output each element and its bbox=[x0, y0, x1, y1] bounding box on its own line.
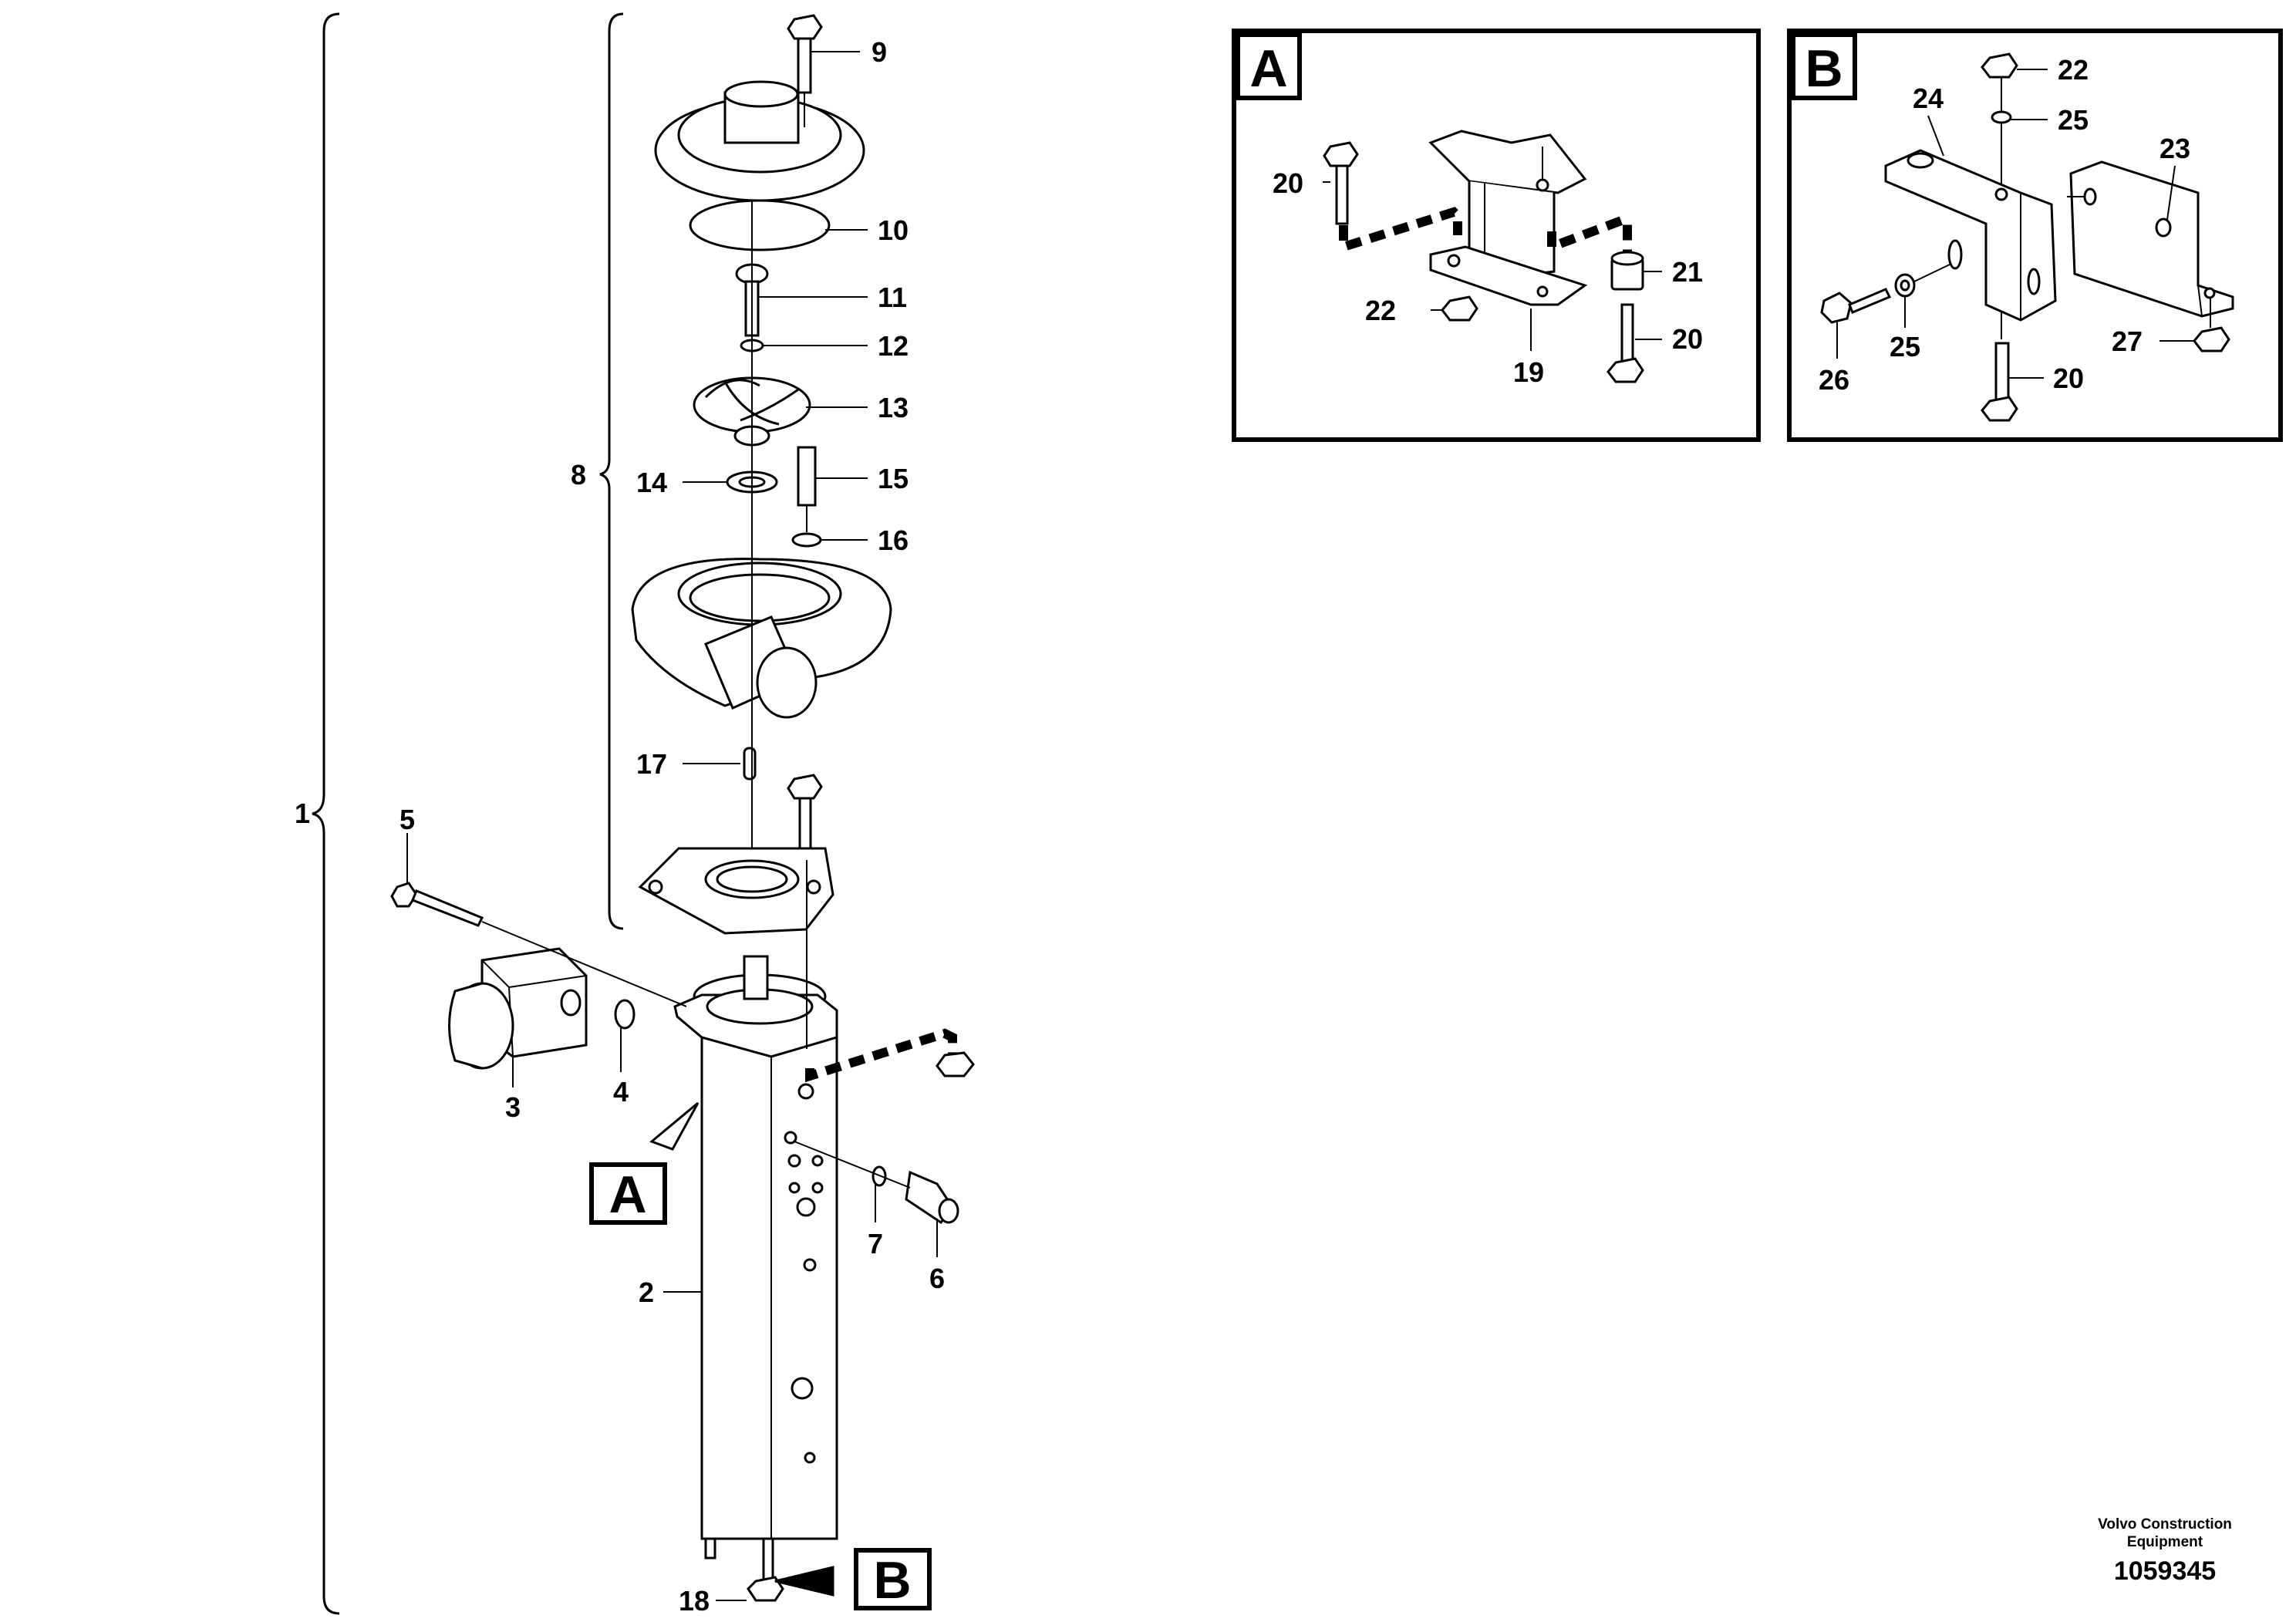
callout-6: 6 bbox=[929, 1263, 945, 1294]
detail-b-callout-23: 23 bbox=[2159, 133, 2190, 164]
callout-9: 9 bbox=[872, 36, 887, 68]
callout-4: 4 bbox=[613, 1076, 629, 1108]
callout-2: 2 bbox=[639, 1276, 654, 1308]
detail-b-callout-26: 26 bbox=[1819, 364, 1849, 396]
part-10-o-ring bbox=[689, 199, 831, 251]
pump-cover bbox=[654, 80, 865, 202]
detail-b-callout-22: 22 bbox=[2058, 54, 2089, 86]
callout-5: 5 bbox=[400, 804, 415, 835]
part-24-bracket bbox=[1884, 149, 2057, 322]
callout-8: 8 bbox=[571, 459, 586, 491]
view-marker-a: A bbox=[589, 1162, 667, 1225]
callout-15: 15 bbox=[878, 463, 909, 494]
part-23-plate bbox=[2069, 160, 2234, 318]
part-19-bracket bbox=[1428, 130, 1587, 194]
detail-a-callout-22: 22 bbox=[1365, 295, 1396, 326]
part-18-nut bbox=[747, 1576, 784, 1602]
part-6-sensor bbox=[905, 1170, 959, 1225]
part-3-valve-block bbox=[448, 947, 588, 1070]
svg-text:A: A bbox=[609, 1165, 646, 1224]
drawing-number: 1059345 bbox=[2114, 1556, 2216, 1586]
callout-11: 11 bbox=[878, 282, 907, 313]
part-17-key bbox=[743, 747, 757, 781]
part-5-bolt bbox=[390, 882, 687, 1007]
detail-view-b: B bbox=[1787, 29, 2283, 442]
detail-b-callout-25-top: 25 bbox=[2058, 104, 2089, 136]
pump-column bbox=[649, 955, 838, 1583]
pump-mounting-flange bbox=[638, 847, 834, 935]
detail-b-title: B bbox=[1805, 39, 1843, 98]
callout-1: 1 bbox=[295, 798, 310, 829]
detail-view-a: A 20 22 19 21 20 bbox=[1232, 29, 1761, 442]
brace-subassembly-8 bbox=[599, 12, 624, 930]
callout-14: 14 bbox=[636, 467, 667, 498]
part-4-o-ring bbox=[614, 999, 636, 1030]
callout-3: 3 bbox=[505, 1091, 521, 1123]
detail-b-callout-25-bottom: 25 bbox=[1890, 331, 1920, 363]
part-16-washer bbox=[791, 532, 822, 548]
detail-a-callout-19: 19 bbox=[1513, 356, 1544, 388]
part-15-bolt bbox=[797, 446, 817, 507]
svg-text:B: B bbox=[873, 1551, 911, 1610]
detail-a-callout-20-left: 20 bbox=[1273, 167, 1303, 199]
brace-assembly-1 bbox=[312, 12, 340, 1615]
callout-10: 10 bbox=[878, 214, 909, 246]
view-marker-b: B bbox=[854, 1548, 932, 1610]
company-name-line2: Equipment bbox=[2127, 1534, 2203, 1550]
pump-housing bbox=[631, 558, 892, 719]
part-9-bolt bbox=[787, 14, 823, 94]
company-name-line1: Volvo Construction bbox=[2098, 1516, 2232, 1533]
callout-7: 7 bbox=[868, 1228, 883, 1259]
callout-17: 17 bbox=[636, 748, 667, 780]
footer: Volvo Construction Equipment 1059345 bbox=[2098, 1516, 2232, 1586]
callout-18: 18 bbox=[679, 1585, 710, 1617]
callout-12: 12 bbox=[878, 330, 909, 362]
detail-a-title: A bbox=[1249, 39, 1287, 98]
detail-a-callout-20-right: 20 bbox=[1672, 323, 1703, 355]
detail-b-callout-24: 24 bbox=[1913, 83, 1944, 114]
detail-a-callout-21: 21 bbox=[1672, 256, 1703, 288]
callout-13: 13 bbox=[878, 392, 909, 423]
pump-bolt-flange bbox=[787, 774, 823, 862]
leader-arrow-view-a bbox=[649, 1101, 700, 1151]
callout-16: 16 bbox=[878, 524, 909, 556]
detail-b-callout-20: 20 bbox=[2053, 363, 2084, 394]
detail-b-callout-27: 27 bbox=[2112, 325, 2143, 357]
main-nut bbox=[936, 1051, 975, 1077]
